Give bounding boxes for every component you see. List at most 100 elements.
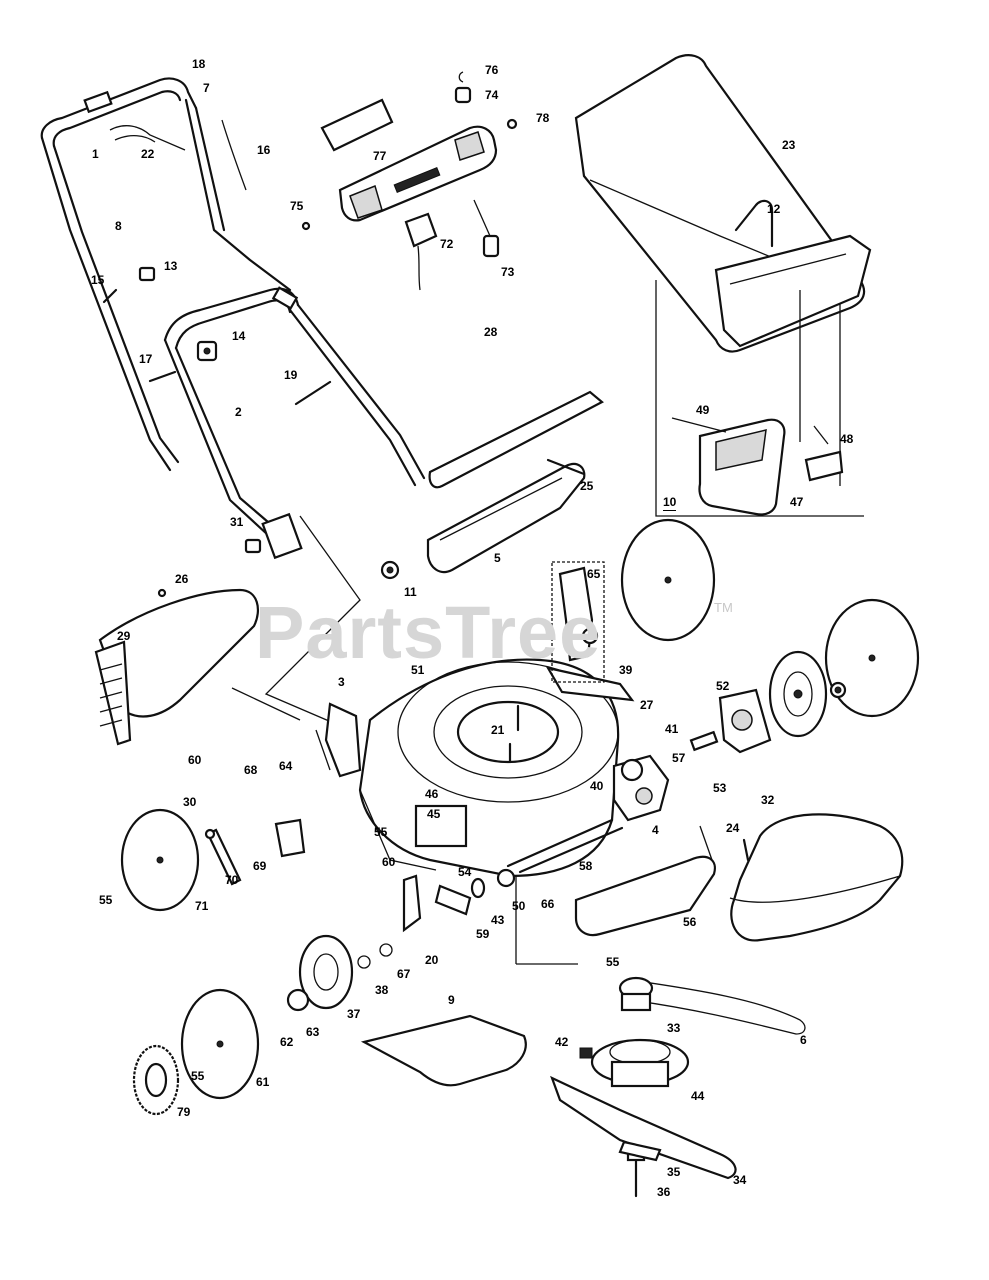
screw-78: [506, 118, 518, 130]
callout-42[interactable]: 42: [555, 1035, 569, 1049]
blade-34: [550, 1075, 737, 1180]
callout-54[interactable]: 54: [458, 865, 472, 879]
callout-35[interactable]: 35: [667, 1165, 681, 1179]
callout-27[interactable]: 27: [640, 698, 654, 712]
callout-63[interactable]: 63: [306, 1025, 320, 1039]
callout-30[interactable]: 30: [183, 795, 197, 809]
callout-43[interactable]: 43: [491, 913, 505, 927]
callout-9[interactable]: 9: [448, 993, 455, 1007]
callout-47[interactable]: 47: [790, 495, 804, 509]
callout-40[interactable]: 40: [590, 779, 604, 793]
deck-plate-39: [545, 666, 635, 702]
callout-28[interactable]: 28: [484, 325, 498, 339]
callout-55[interactable]: 55: [374, 825, 388, 839]
callout-23[interactable]: 23: [782, 138, 796, 152]
bolt-17: [148, 370, 177, 383]
callout-45[interactable]: 45: [427, 807, 441, 821]
callout-60[interactable]: 60: [188, 753, 202, 767]
washer-35: [618, 1140, 662, 1162]
callout-3[interactable]: 3: [338, 675, 345, 689]
callout-31[interactable]: 31: [230, 515, 244, 529]
callout-52[interactable]: 52: [716, 679, 730, 693]
callout-25[interactable]: 25: [580, 479, 594, 493]
fuse-73: [473, 199, 500, 258]
callout-57[interactable]: 57: [672, 751, 686, 765]
callout-69[interactable]: 69: [253, 859, 267, 873]
nut-11: [380, 560, 400, 580]
callout-36[interactable]: 36: [657, 1185, 671, 1199]
bracket-65: [551, 561, 605, 683]
callout-18[interactable]: 18: [192, 57, 206, 71]
callout-59[interactable]: 59: [476, 927, 490, 941]
callout-19[interactable]: 19: [284, 368, 298, 382]
callout-37[interactable]: 37: [347, 1007, 361, 1021]
callout-44[interactable]: 44: [691, 1089, 705, 1103]
callout-72[interactable]: 72: [440, 237, 454, 251]
handle-knob-13: [138, 266, 156, 282]
callout-55[interactable]: 55: [606, 955, 620, 969]
callout-60[interactable]: 60: [382, 855, 396, 869]
callout-4[interactable]: 4: [652, 823, 659, 837]
callout-78[interactable]: 78: [536, 111, 550, 125]
callout-53[interactable]: 53: [713, 781, 727, 795]
callout-38[interactable]: 38: [375, 983, 389, 997]
callout-11[interactable]: 11: [404, 585, 417, 599]
callout-14[interactable]: 14: [232, 329, 246, 343]
callout-50[interactable]: 50: [512, 899, 526, 913]
callout-58[interactable]: 58: [579, 859, 593, 873]
callout-7[interactable]: 7: [203, 81, 210, 95]
callout-46[interactable]: 46: [425, 787, 439, 801]
callout-73[interactable]: 73: [501, 265, 515, 279]
callout-70[interactable]: 70: [225, 873, 239, 887]
inset-label: 10: [663, 495, 677, 511]
bracket-59: [434, 884, 472, 916]
callout-5[interactable]: 5: [494, 551, 501, 565]
callout-39[interactable]: 39: [619, 663, 633, 677]
washer-38: [357, 955, 371, 969]
callout-51[interactable]: 51: [411, 663, 425, 677]
callout-68[interactable]: 68: [244, 763, 258, 777]
height-lever-60: [204, 828, 242, 886]
callout-74[interactable]: 74: [485, 88, 499, 102]
callout-12[interactable]: 12: [767, 202, 781, 216]
callout-2[interactable]: 2: [235, 405, 242, 419]
callout-48[interactable]: 48: [840, 432, 854, 446]
rear-wheel-right: [824, 598, 920, 718]
mulch-plug-9: [360, 1014, 527, 1087]
callout-79[interactable]: 79: [177, 1105, 191, 1119]
callout-1[interactable]: 1: [92, 147, 99, 161]
callout-33[interactable]: 33: [667, 1021, 681, 1035]
callout-66[interactable]: 66: [541, 897, 555, 911]
callout-20[interactable]: 20: [425, 953, 439, 967]
callout-26[interactable]: 26: [175, 572, 189, 586]
callout-77[interactable]: 77: [373, 149, 387, 163]
bolt-19: [294, 380, 332, 406]
callout-61[interactable]: 61: [256, 1075, 270, 1089]
callout-16[interactable]: 16: [257, 143, 271, 157]
callout-17[interactable]: 17: [139, 352, 153, 366]
callout-56[interactable]: 56: [683, 915, 697, 929]
callout-34[interactable]: 34: [733, 1173, 747, 1187]
callout-64[interactable]: 64: [279, 759, 293, 773]
callout-6[interactable]: 6: [800, 1033, 807, 1047]
callout-8[interactable]: 8: [115, 219, 122, 233]
pinion-63: [286, 988, 310, 1012]
callout-24[interactable]: 24: [726, 821, 740, 835]
callout-67[interactable]: 67: [397, 967, 411, 981]
callout-13[interactable]: 13: [164, 259, 178, 273]
callout-71[interactable]: 71: [195, 899, 209, 913]
callout-76[interactable]: 76: [485, 63, 499, 77]
callout-32[interactable]: 32: [761, 793, 775, 807]
callout-29[interactable]: 29: [117, 629, 131, 643]
callout-75[interactable]: 75: [290, 199, 304, 213]
callout-49[interactable]: 49: [696, 403, 710, 417]
callout-62[interactable]: 62: [280, 1035, 294, 1049]
callout-22[interactable]: 22: [141, 147, 155, 161]
callout-65[interactable]: 65: [587, 567, 601, 581]
washer-67: [379, 943, 393, 957]
callout-55[interactable]: 55: [191, 1069, 205, 1083]
callout-21[interactable]: 21: [491, 723, 505, 737]
callout-15[interactable]: 15: [91, 273, 105, 287]
callout-55[interactable]: 55: [99, 893, 113, 907]
callout-41[interactable]: 41: [665, 722, 679, 736]
